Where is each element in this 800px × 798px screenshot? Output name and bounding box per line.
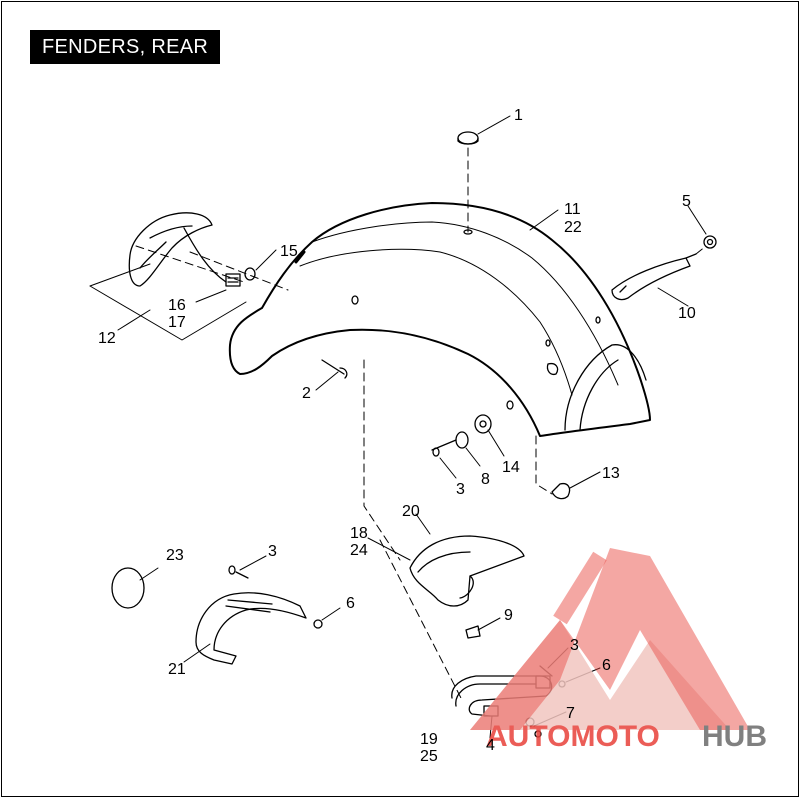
callout-23: 23 [166,547,184,564]
callout-8: 8 [481,471,490,488]
callout-1: 1 [514,107,523,124]
callout-4: 4 [486,737,495,754]
callout-14: 14 [502,459,520,476]
spacer-14 [474,414,492,434]
tail-lamp [128,212,227,287]
callout-11: 11 [564,201,581,218]
nut-5 [703,235,717,249]
callout-3-rail: 3 [570,637,579,654]
bumper-13 [551,482,571,500]
connector [225,273,241,287]
callout-17: 17 [168,314,186,331]
callout-15: 15 [280,243,298,260]
callouts: 1 11 22 5 10 15 16 17 12 2 3 8 14 13 20 … [98,107,696,765]
bolt-2 [321,359,348,379]
watermark-text-hub: HUB [702,720,767,753]
callout-6-bracket: 6 [346,595,355,612]
reflector-23 [111,567,145,609]
callout-2: 2 [302,385,311,402]
rear-fender [228,202,651,437]
callout-3-bracket: 3 [268,543,277,560]
page-title: FENDERS, REAR [30,30,221,64]
callout-13: 13 [602,465,620,482]
bracket-10 [611,253,697,301]
cap-part [457,131,479,145]
callout-22: 22 [564,219,582,236]
assembly-lines [135,147,707,701]
callout-16: 16 [168,297,186,314]
bracket-21 [195,592,307,665]
callout-12: 12 [98,330,116,347]
washer-8 [455,431,469,449]
callout-7: 7 [566,705,575,722]
grommet [244,267,256,281]
callout-10: 10 [678,305,696,322]
watermark-logo: AUTOMOTO HUB [470,548,767,753]
callout-5: 5 [682,193,691,210]
clip-9 [465,625,481,639]
callout-18: 18 [350,525,368,542]
callout-21: 21 [168,661,186,678]
callout-24: 24 [350,542,368,559]
callout-3-fender: 3 [456,481,465,498]
watermark-text-auto: AUTOMOTO [486,720,660,753]
callout-9: 9 [504,607,513,624]
callout-25: 25 [420,748,438,765]
callout-20: 20 [402,503,420,520]
nut-6a [313,619,323,629]
callout-19: 19 [420,731,438,748]
cover-20 [409,535,525,607]
callout-6-rail: 6 [602,657,611,674]
